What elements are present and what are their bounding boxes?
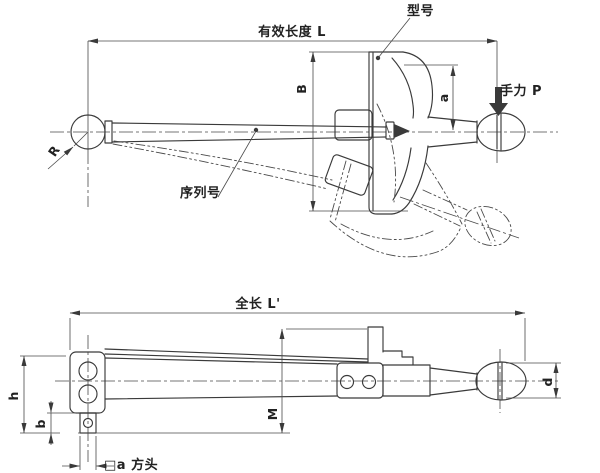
- adjuster-block: [334, 109, 373, 141]
- radius-leader: [47, 146, 74, 170]
- grip-collar: [382, 364, 431, 397]
- hand-force-label: 手力 P: [500, 83, 542, 99]
- serial-leader-dot: [253, 127, 259, 133]
- neck-bottom-edge: [427, 141, 478, 148]
- plate-inner-arc-bottom: [392, 147, 412, 201]
- deflected-plate-inner-arc: [340, 223, 434, 240]
- grip-block: [336, 362, 384, 399]
- a-label: a: [436, 94, 451, 102]
- pointer-rod-top: [104, 348, 369, 360]
- h-label: h: [6, 392, 21, 401]
- side-neck-bottom: [429, 388, 478, 396]
- force-arrow: [489, 87, 508, 116]
- b-label: b: [33, 419, 48, 428]
- deflected-handle-ball: [464, 205, 512, 247]
- deflected-plate-right-arc: [425, 162, 463, 225]
- head-hole-lower: [78, 384, 98, 404]
- grip-hole-left: [339, 374, 355, 390]
- side-view: 全长 L' M h: [6, 296, 561, 473]
- pointer-rod-bottom: [104, 353, 369, 363]
- side-handle-ball: [475, 361, 527, 401]
- deflected-beam-top: [113, 140, 333, 181]
- deflected-plate-left-2: [334, 163, 352, 223]
- plate-left-edge: [368, 51, 393, 215]
- radius-label: R: [45, 143, 63, 160]
- serial-number-label: 序列号: [180, 185, 221, 201]
- effective-length-label: 有效长度 L: [258, 24, 326, 40]
- deflected-plate-left-1: [329, 160, 347, 220]
- deflected-ball-seam-1: [476, 211, 492, 244]
- deflected-neck-top: [422, 189, 468, 211]
- plate-inner-arc-top: [391, 57, 415, 119]
- square-drive-label: □a 方头: [104, 457, 158, 473]
- plate-outer-arc-bottom: [391, 145, 429, 215]
- deflected-plate-outer-arc: [329, 220, 462, 258]
- neck-top-edge: [427, 116, 478, 123]
- top-view: 有效长度 L R 序列号 型号: [45, 3, 558, 258]
- deflected-ball-seam-2: [480, 208, 496, 242]
- scale-tab: [367, 326, 384, 364]
- B-label: B: [294, 84, 309, 94]
- needle-bottom-edge: [111, 136, 387, 143]
- handle-ball: [476, 112, 526, 152]
- plate-outer-arc-top: [402, 51, 434, 119]
- side-neck-top: [429, 367, 478, 375]
- model-leader: [377, 17, 411, 59]
- needle-top-edge: [111, 122, 387, 128]
- head-hole-upper: [78, 361, 98, 381]
- deflected-beam-bottom: [112, 143, 329, 190]
- plate-phantom-inner-arc: [376, 103, 396, 203]
- deflected-neck-bottom: [413, 203, 461, 227]
- total-length-label: 全长 L': [234, 296, 280, 312]
- head-collar: [104, 120, 113, 144]
- serial-leader: [217, 130, 257, 198]
- radius-line: [73, 131, 89, 147]
- M-label: M: [265, 408, 280, 420]
- adjuster-block-deflected: [324, 154, 374, 196]
- scale-bracket: [382, 350, 414, 366]
- beam-top-edge: [104, 357, 338, 365]
- deflected-centerline: [399, 196, 520, 239]
- head-block: [69, 351, 106, 414]
- d-label: d: [540, 378, 555, 387]
- needle-arrow-tip: [394, 124, 410, 138]
- square-drive-hole: [82, 417, 94, 429]
- model-label: 型号: [407, 3, 434, 19]
- beam-bottom-edge: [104, 395, 338, 400]
- grip-hole-right: [361, 374, 377, 390]
